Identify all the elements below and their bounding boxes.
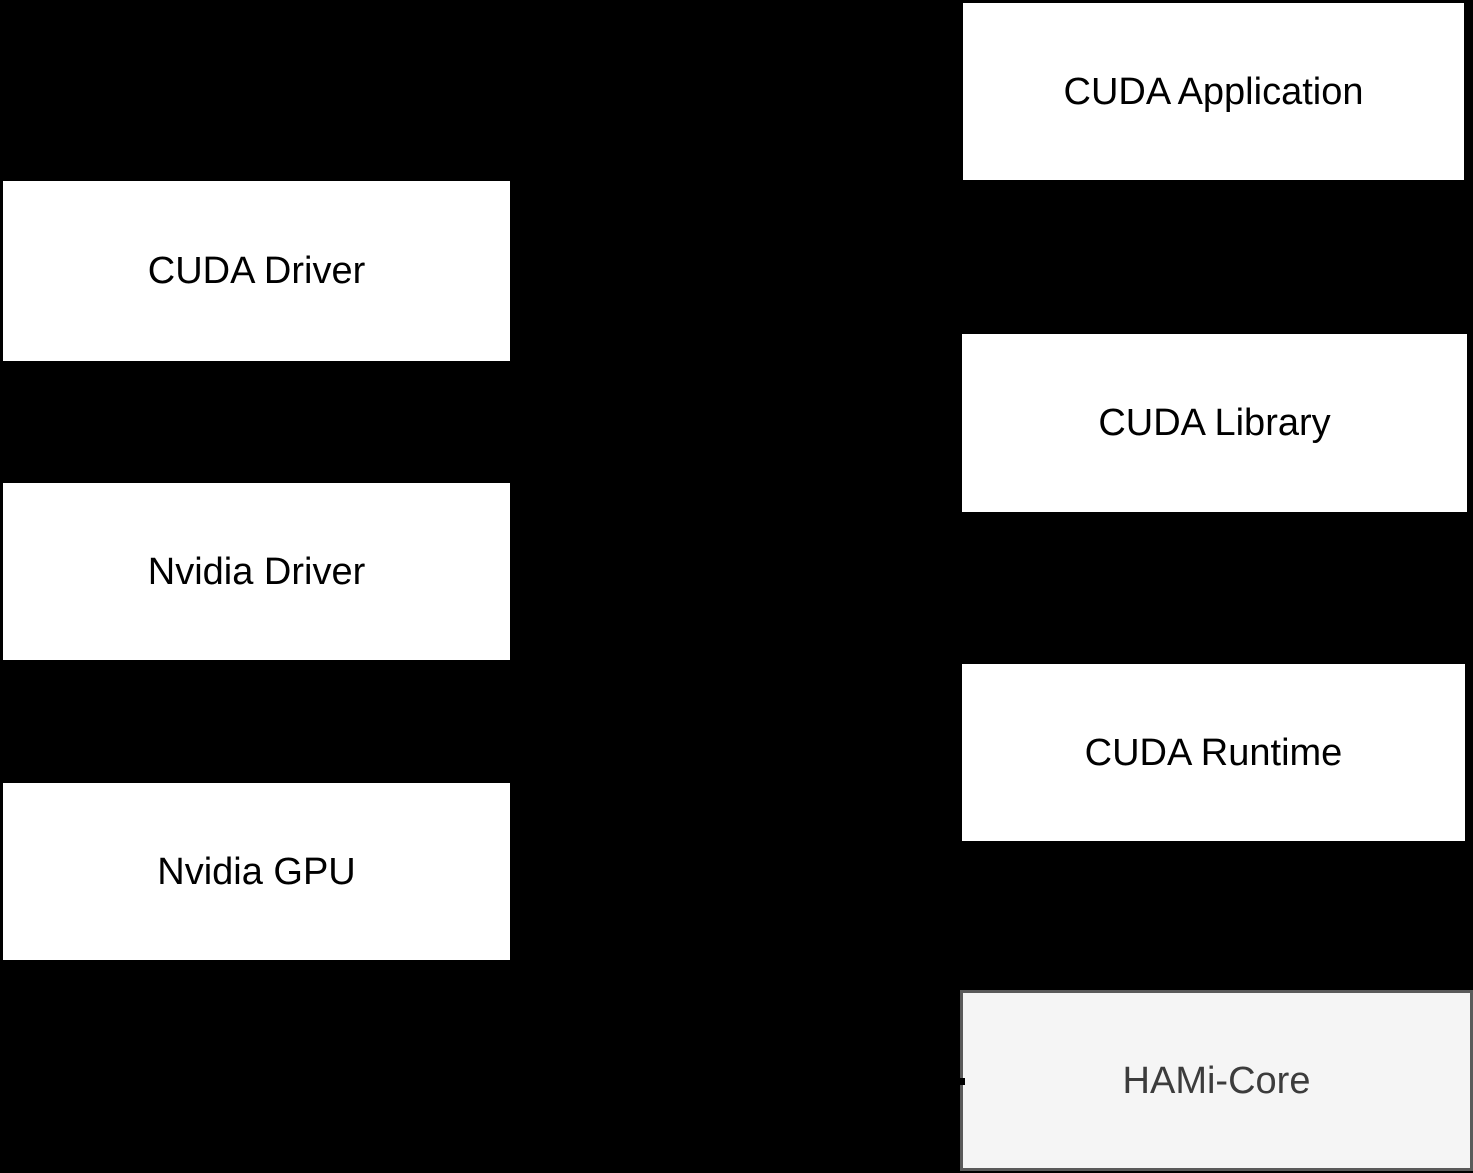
node-cuda-driver: CUDA Driver (3, 181, 510, 361)
node-cuda-application: CUDA Application (963, 3, 1464, 180)
node-cuda-application-label: CUDA Application (1063, 70, 1364, 113)
node-cuda-runtime-label: CUDA Runtime (1084, 731, 1343, 774)
arrowhead-remnant (960, 1078, 965, 1085)
node-cuda-runtime: CUDA Runtime (962, 664, 1465, 841)
node-cuda-library-label: CUDA Library (1098, 402, 1331, 444)
node-nvidia-gpu: Nvidia GPU (3, 783, 510, 960)
node-cuda-driver-label: CUDA Driver (147, 250, 366, 292)
node-hami-core: HAMi-Core (960, 990, 1473, 1171)
node-cuda-library: CUDA Library (962, 334, 1467, 512)
node-nvidia-gpu-label: Nvidia GPU (157, 850, 356, 893)
node-nvidia-driver-label: Nvidia Driver (147, 550, 366, 593)
node-nvidia-driver: Nvidia Driver (3, 483, 510, 660)
node-hami-core-label: HAMi-Core (1122, 1059, 1311, 1102)
